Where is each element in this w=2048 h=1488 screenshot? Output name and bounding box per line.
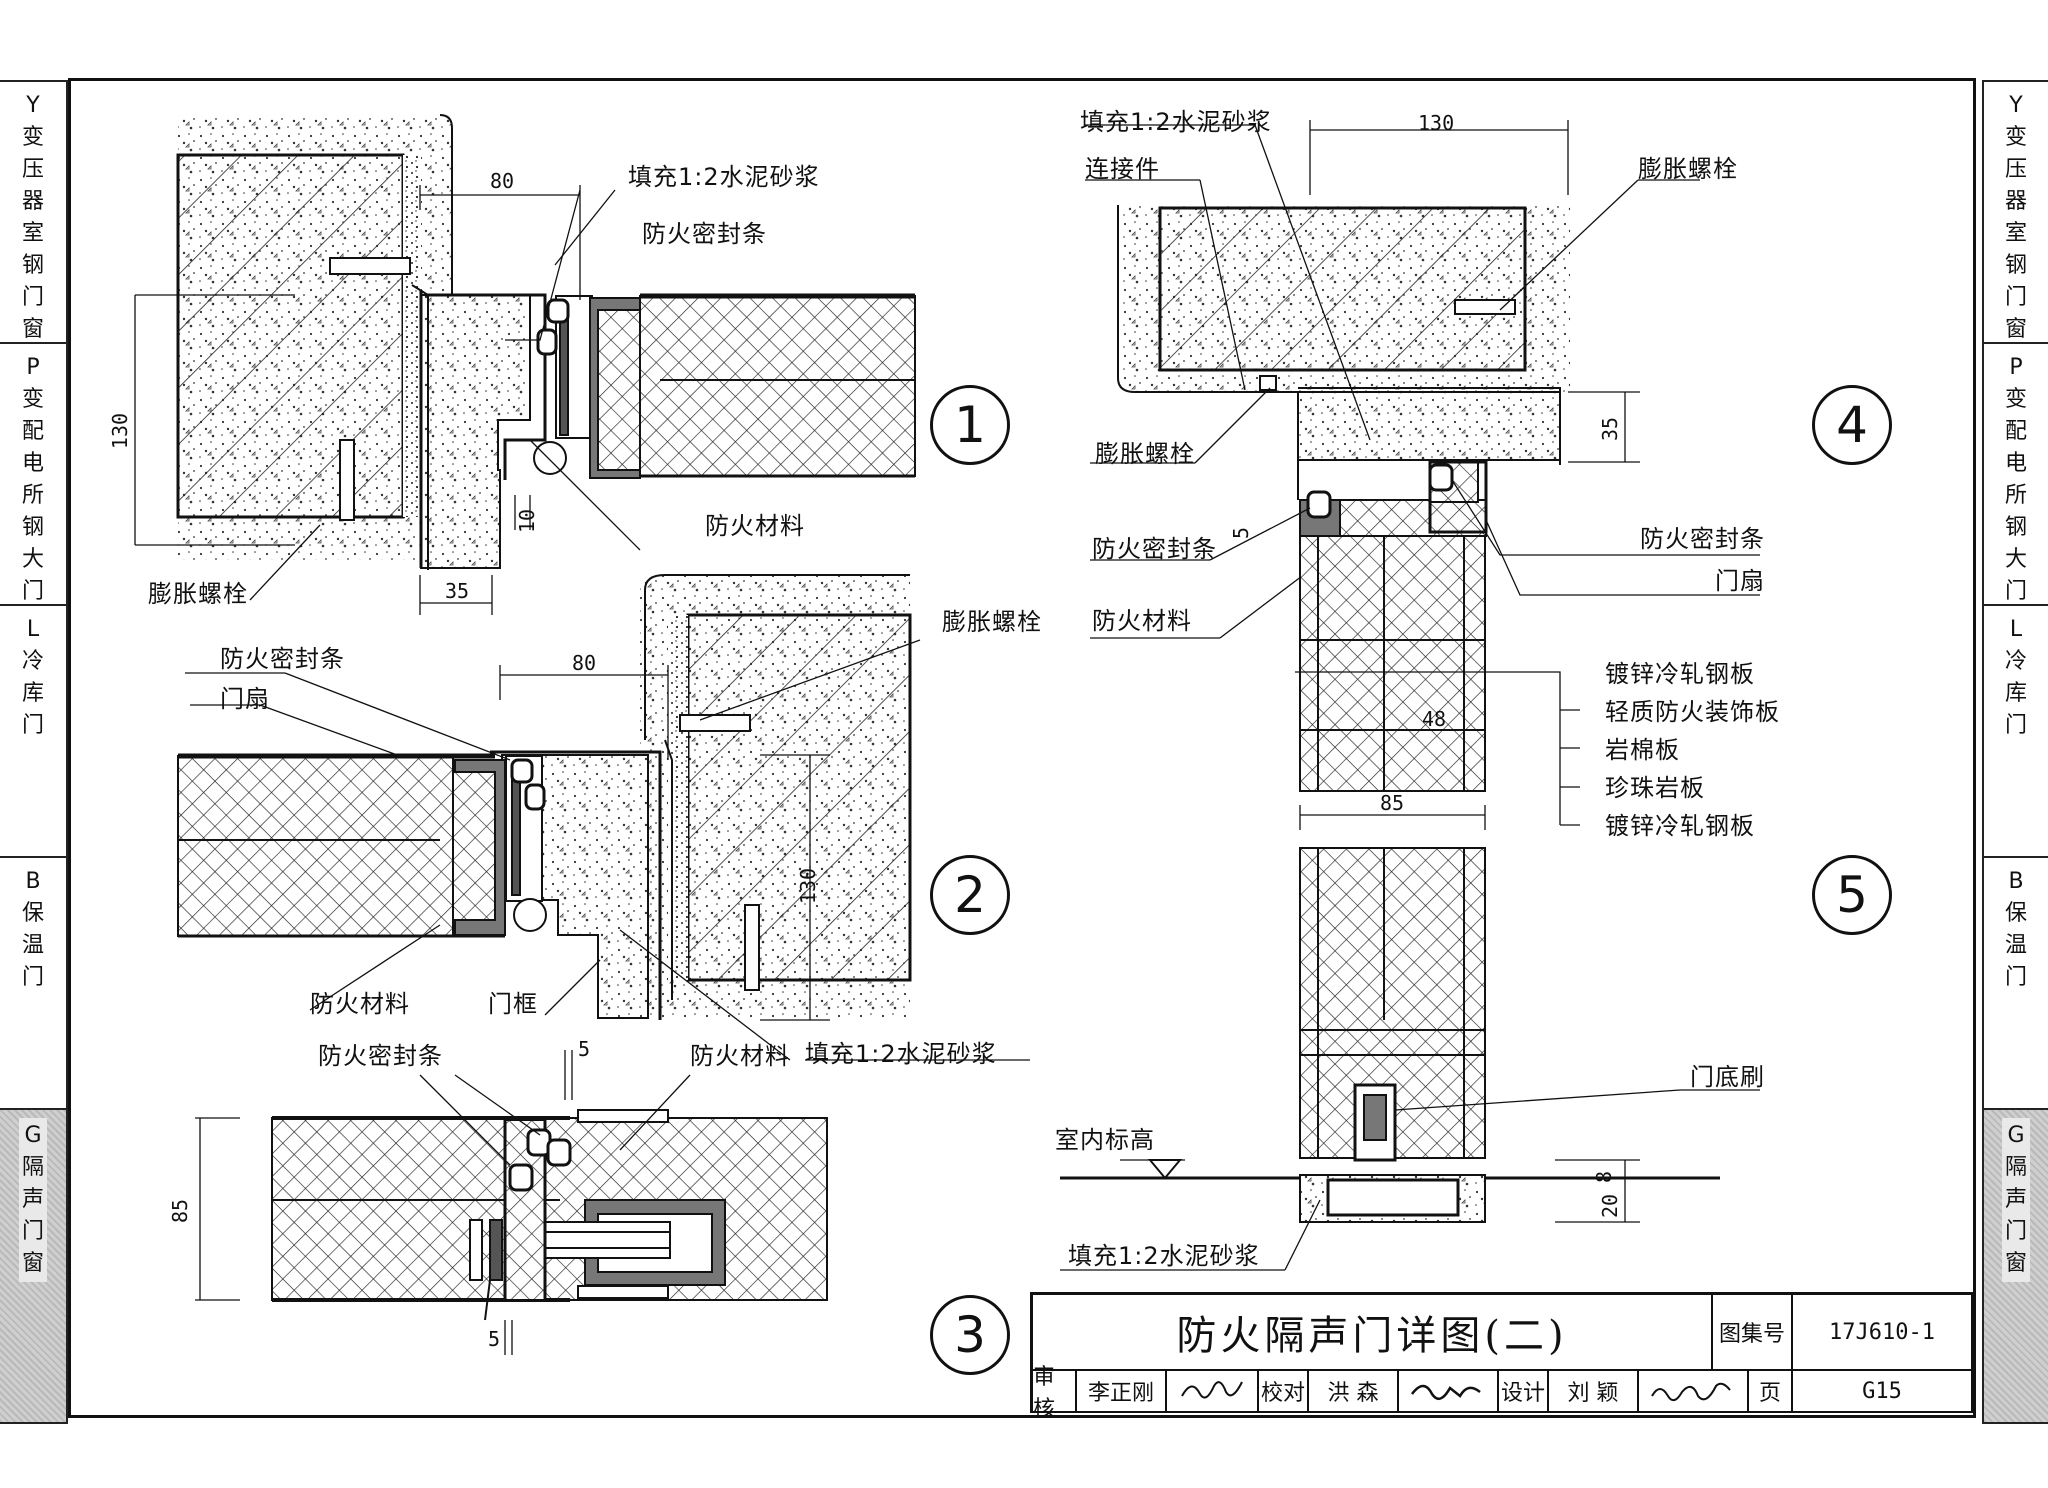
tab-label: Y变压器室钢门窗: [21, 93, 44, 342]
d5-layer-1: 镀锌冷轧钢板: [1605, 660, 1755, 688]
page-label: 页: [1749, 1371, 1793, 1413]
d3-dim-5-top: 5: [578, 1037, 591, 1061]
detail-5-geometry: [1060, 535, 1760, 1271]
d4-material-label: 防火材料: [1092, 607, 1192, 635]
d5-brush-label: 门底刷: [1690, 1063, 1765, 1091]
tab-label: L冷库门: [2004, 617, 2027, 738]
d2-dim-130: 130: [796, 867, 821, 905]
d4-leaf-label: 门扇: [1715, 567, 1765, 595]
d1-fill-label: 填充1:2水泥砂浆: [628, 163, 820, 191]
tab-substation-door: P变配电所钢大门: [1984, 344, 2048, 606]
d3-seal-label: 防火密封条: [318, 1042, 443, 1070]
title-block: 防火隔声门详图(二) 图集号 17J610-1 审核 李正刚 校对 洪 森 设计…: [1030, 1292, 1973, 1422]
d4-dim-5: 5: [1229, 526, 1254, 540]
drawing-title: 防火隔声门详图(二): [1033, 1295, 1713, 1371]
d1-dim-10: 10: [515, 508, 540, 534]
tab-label: P变配电所钢大门: [2004, 355, 2027, 604]
designer-name: 刘 颖: [1549, 1371, 1639, 1413]
detail-2-callout: 2: [930, 855, 1010, 935]
d5-dim-85: 85: [1380, 791, 1405, 815]
d4-bolt-right-label: 膨胀螺栓: [1638, 155, 1738, 183]
tab-cold-storage: L冷库门: [1984, 606, 2048, 858]
d5-dim-20: 20: [1598, 1193, 1623, 1219]
page-number: G15: [1793, 1371, 1973, 1413]
tab-label: B保温门: [21, 869, 44, 990]
tab-label: P变配电所钢大门: [21, 355, 44, 604]
d5-fill-label: 填充1:2水泥砂浆: [1068, 1242, 1260, 1270]
tab-transformer-room: Y变压器室钢门窗: [1984, 82, 2048, 344]
d5-layer-4: 珍珠岩板: [1605, 774, 1705, 802]
d1-dim-80: 80: [490, 169, 515, 193]
d5-layer-5: 镀锌冷轧钢板: [1605, 812, 1755, 840]
review-label: 审核: [1033, 1365, 1077, 1422]
tab-cold-storage: L冷库门: [0, 606, 66, 858]
d2-seal-label: 防火密封条: [220, 645, 345, 673]
d1-dim-130: 130: [108, 412, 133, 450]
left-side-index: Y变压器室钢门窗 P变配电所钢大门 L冷库门 B保温门 G隔声门窗: [0, 80, 68, 1424]
detail-3-geometry: [195, 1050, 828, 1355]
tab-label: B保温门: [2004, 869, 2027, 990]
d5-layer-2: 轻质防火装饰板: [1605, 698, 1780, 726]
d4-dim-130: 130: [1418, 111, 1455, 135]
d4-seal-right-label: 防火密封条: [1640, 525, 1765, 553]
tab-soundproof-active: G隔声门窗: [0, 1110, 66, 1422]
d3-dim-5-bottom: 5: [488, 1327, 501, 1351]
tab-substation-door: P变配电所钢大门: [0, 344, 66, 606]
tab-label: G隔声门窗: [19, 1118, 47, 1282]
checker-signature: [1399, 1371, 1499, 1413]
reviewer-name: 李正刚: [1077, 1371, 1167, 1413]
tab-label: L冷库门: [21, 617, 44, 738]
d4-dim-35: 35: [1598, 416, 1623, 442]
d5-dim-48: 48: [1422, 707, 1447, 731]
d4-seal-left-label: 防火密封条: [1092, 535, 1217, 563]
d5-floor-label: 室内标高: [1055, 1126, 1155, 1154]
d2-frame-label: 门框: [488, 990, 538, 1018]
tab-soundproof-active: G隔声门窗: [1984, 1110, 2048, 1422]
atlas-number: 17J610-1: [1793, 1295, 1973, 1371]
d1-dim-35: 35: [445, 579, 470, 603]
drawing-frame: [68, 78, 1976, 1418]
tab-insulated-door: B保温门: [1984, 858, 2048, 1110]
designer-signature: [1639, 1371, 1749, 1413]
detail-4-callout: 4: [1812, 385, 1892, 465]
d4-bolt-left-label: 膨胀螺栓: [1095, 440, 1195, 468]
design-label: 设计: [1499, 1371, 1549, 1413]
checker-name: 洪 森: [1309, 1371, 1399, 1413]
d2-dim-80: 80: [572, 651, 597, 675]
d1-material-label: 防火材料: [705, 512, 805, 540]
tab-insulated-door: B保温门: [0, 858, 66, 1110]
d3-material-label: 防火材料: [690, 1042, 790, 1070]
tab-label: Y变压器室钢门窗: [2004, 93, 2027, 342]
detail-5-callout: 5: [1812, 855, 1892, 935]
d2-material-label: 防火材料: [310, 990, 410, 1018]
d3-dim-85: 85: [168, 1198, 193, 1224]
d4-fill-label: 填充1:2水泥砂浆: [1080, 108, 1272, 136]
detail-3-callout: 3: [930, 1295, 1010, 1375]
atlas-label: 图集号: [1713, 1295, 1793, 1371]
right-side-index: Y变压器室钢门窗 P变配电所钢大门 L冷库门 B保温门 G隔声门窗: [1982, 80, 2048, 1424]
d2-fill-label: 填充1:2水泥砂浆: [805, 1040, 997, 1068]
tab-label: G隔声门窗: [2002, 1118, 2030, 1282]
d5-layer-3: 岩棉板: [1605, 736, 1680, 764]
check-label: 校对: [1259, 1371, 1309, 1413]
detail-1-geometry: [134, 114, 916, 615]
tab-transformer-room: Y变压器室钢门窗: [0, 82, 66, 344]
d2-bolt-label: 膨胀螺栓: [942, 608, 1042, 636]
reviewer-signature: [1167, 1371, 1259, 1413]
d2-leaf-label: 门扇: [220, 685, 270, 713]
d5-dim-8: 8: [1592, 1170, 1617, 1184]
d1-bolt-label: 膨胀螺栓: [148, 580, 248, 608]
detail-1-callout: 1: [930, 385, 1010, 465]
d1-seal-label: 防火密封条: [642, 220, 767, 248]
detail-2-geometry: [177, 574, 1030, 1061]
d4-connector-label: 连接件: [1085, 155, 1160, 183]
